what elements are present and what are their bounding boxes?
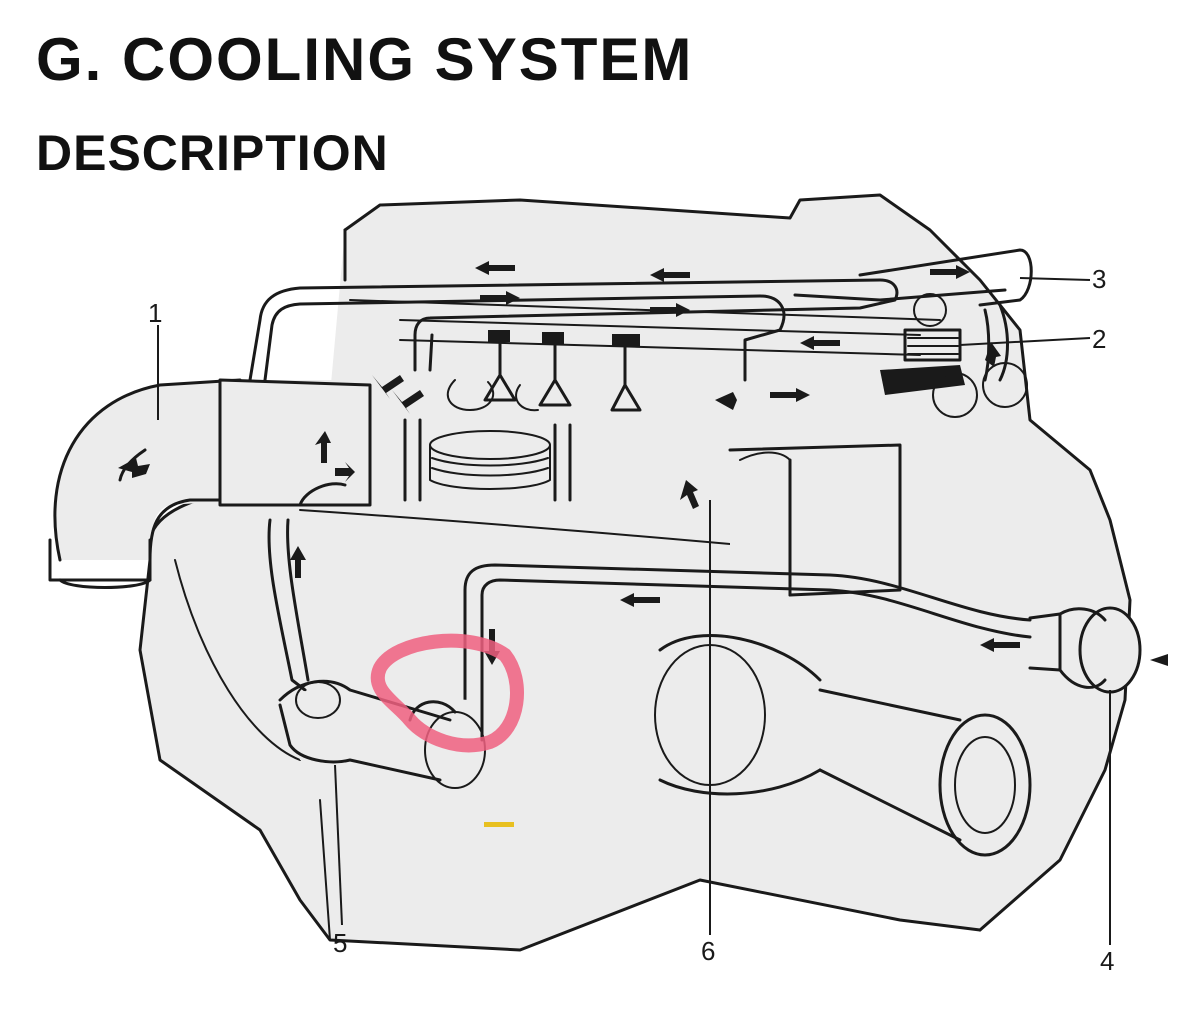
water-pump xyxy=(278,679,486,789)
callout-1: 1 xyxy=(148,298,162,328)
valve-train xyxy=(399,319,921,502)
starter-motor xyxy=(654,634,1032,857)
radiator-pulley xyxy=(1028,606,1168,694)
thermostat-housing xyxy=(793,248,1033,418)
section-heading: DESCRIPTION xyxy=(36,125,389,181)
callout-4: 4 xyxy=(1100,946,1114,976)
callout-5: 5 xyxy=(333,928,347,958)
callout-2: 2 xyxy=(1092,324,1106,354)
lower-coolant-pipe xyxy=(267,482,1032,742)
highlight-circle xyxy=(370,633,524,753)
leader-lines xyxy=(157,277,1111,945)
yellow-mark xyxy=(484,822,514,827)
callout-6: 6 xyxy=(701,936,715,966)
callout-3: 3 xyxy=(1092,264,1106,294)
intake-elbow xyxy=(48,378,372,589)
page-title: G. COOLING SYSTEM xyxy=(36,26,694,93)
